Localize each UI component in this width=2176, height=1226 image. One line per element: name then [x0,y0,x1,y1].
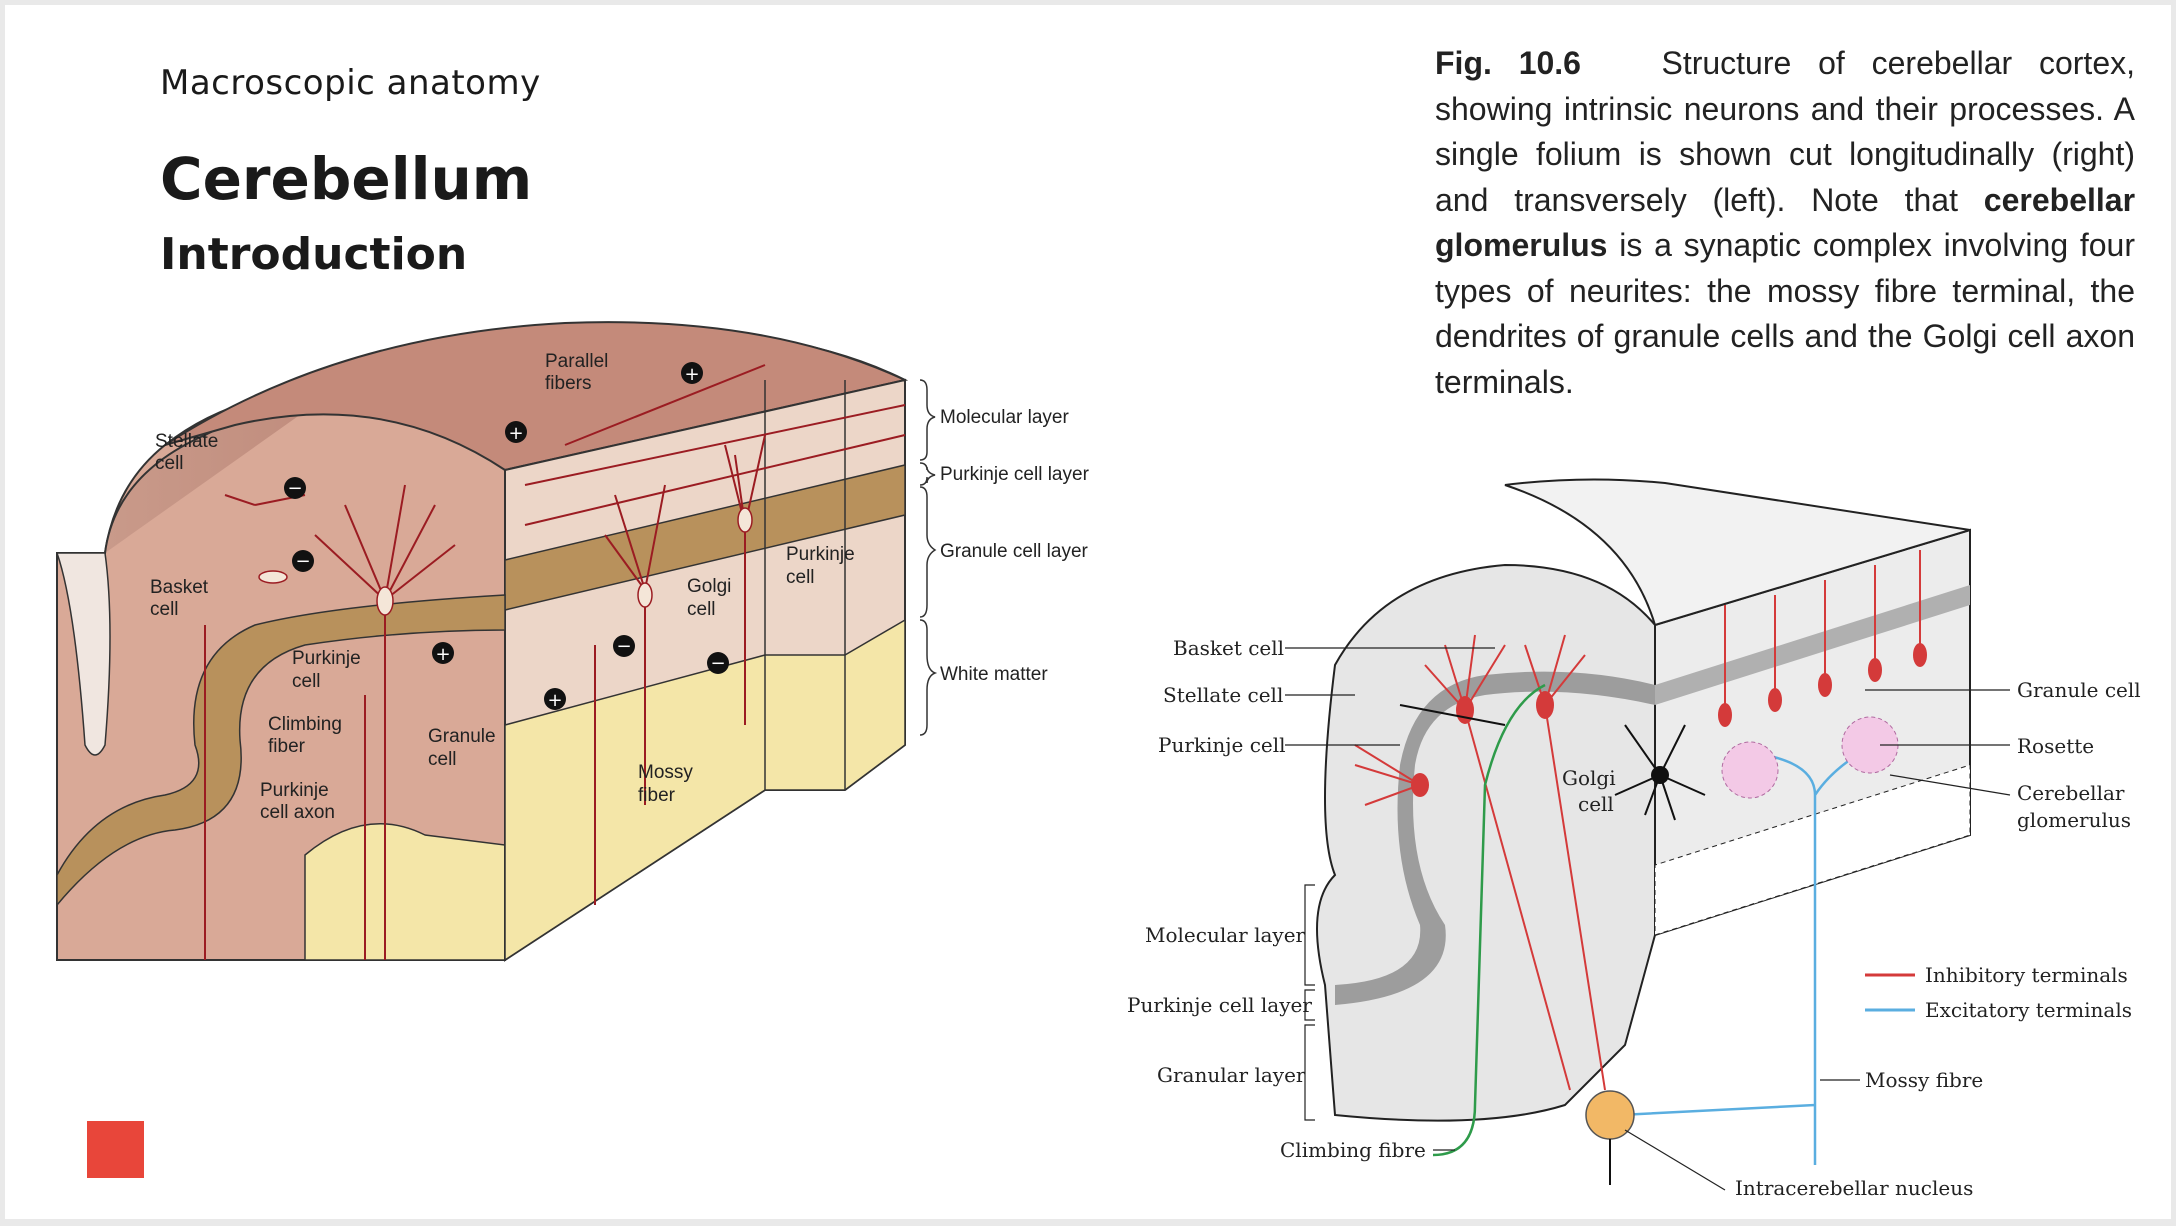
svg-text:+: + [684,364,699,385]
label-stellate-cell-1: Stellate [155,431,218,452]
label-purkinje-axon-2: cell axon [260,802,335,823]
synapse-markers: + + − − + − − + [284,362,729,711]
label-basket-cell: Basket cell [1173,636,1284,660]
label-purkinje-cell-layer: Purkinje cell layer [940,464,1090,485]
legend-inhibitory: Inhibitory terminals [1925,963,2128,987]
label-golgi-cell-1: Golgi [1562,766,1616,790]
label-white-matter: White matter [940,664,1048,685]
caption-bold-term: cerebellar glomerulus [1435,181,2136,264]
right-figure-labels: Basket cell Stellate cell Purkinje cell … [1127,636,2141,1200]
svg-text:−: − [710,653,725,674]
label-purkinje-cell-a-2: cell [292,671,321,692]
label-climbing-fiber-1: Climbing [268,714,342,735]
svg-text:+: + [547,690,562,711]
label-granule-cell-1: Granule [428,726,496,747]
label-climbing-fiber-2: fiber [268,736,306,757]
label-mossy-fiber-2: fiber [638,785,676,806]
label-purkinje-cell-layer: Purkinje cell layer [1127,993,1312,1017]
right-figure-legend: Inhibitory terminals Excitatory terminal… [1865,963,2132,1022]
svg-text:+: + [508,423,523,444]
label-purkinje-cell-a-1: Purkinje [292,648,361,669]
slide: Macroscopic anatomy Cerebellum Introduct… [5,5,2171,1219]
label-golgi-cell-2: cell [1578,792,1614,816]
label-golgi-cell-2: cell [687,599,716,620]
label-stellate-cell: Stellate cell [1163,683,1283,707]
label-mossy-fiber-1: Mossy [638,762,693,783]
label-basket-cell-2: cell [150,599,179,620]
svg-text:−: − [616,636,631,657]
legend-excitatory: Excitatory terminals [1925,998,2132,1022]
label-golgi-cell-1: Golgi [687,576,731,597]
left-figure-labels: Parallel fibers Stellate cell Basket cel… [150,351,1090,823]
accent-square [87,1121,144,1178]
figure-label: Fig. 10.6 [1435,45,1581,81]
svg-text:−: − [295,551,310,572]
svg-text:+: + [435,644,450,665]
label-molecular-layer: Molecular layer [940,407,1069,428]
label-intracerebellar-nucleus: Intracerebellar nucleus [1735,1176,1973,1200]
slide-subtitle: Macroscopic anatomy [160,63,541,103]
label-glomerulus-1: Cerebellar [2017,781,2125,805]
label-parallel-fibers-2: fibers [545,373,591,394]
label-granule-cell-layer: Granule cell layer [940,541,1089,562]
label-granule-cell-2: cell [428,749,457,770]
right-cerebellar-diagram: Inhibitory terminals Excitatory terminal… [1127,478,2141,1200]
slide-title: Cerebellum [160,145,533,213]
label-purkinje-cell-b-2: cell [786,567,815,588]
label-rosette: Rosette [2017,734,2094,758]
label-molecular-layer: Molecular layer [1145,923,1306,947]
svg-text:−: − [287,478,302,499]
figure-caption: Fig. 10.6 Structure of cerebellar cortex… [1435,41,2135,405]
caption-text-1: Structure of cerebellar cortex, showing … [1435,45,2136,218]
label-granular-layer: Granular layer [1157,1063,1306,1087]
label-granule-cell: Granule cell [2017,678,2141,702]
label-purkinje-axon-1: Purkinje [260,780,329,801]
label-climbing-fibre: Climbing fibre [1280,1138,1426,1162]
left-cerebellar-diagram: + + − − + − − + Parallel fibers Stellate… [55,321,1090,962]
label-stellate-cell-2: cell [155,453,184,474]
caption-text-2: is a synaptic complex involving four typ… [1435,227,2136,400]
label-basket-cell-1: Basket [150,577,209,598]
label-purkinje-cell-b-1: Purkinje [786,544,855,565]
label-glomerulus-2: glomerulus [2017,808,2131,832]
slide-heading: Introduction [160,229,468,280]
label-parallel-fibers-1: Parallel [545,351,608,372]
label-purkinje-cell: Purkinje cell [1158,733,1286,757]
label-mossy-fibre: Mossy fibre [1865,1068,1983,1092]
